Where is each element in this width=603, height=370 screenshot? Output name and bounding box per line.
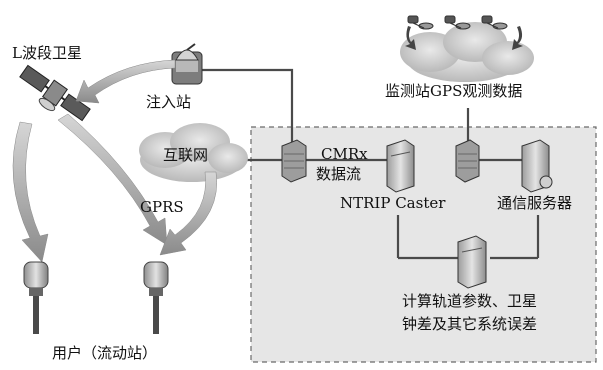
label-injection-station: 注入站 <box>146 93 192 111</box>
label-internet: 互联网 <box>163 146 209 164</box>
injection-station-icon <box>171 43 203 85</box>
label-gprs: GPRS <box>140 198 184 216</box>
rover-receiver-right-icon <box>143 261 169 334</box>
rover-receiver-left-icon <box>23 261 49 334</box>
label-data-stream: 数据流 <box>316 165 362 183</box>
compute-server-icon <box>457 235 487 289</box>
monitoring-station-icons <box>407 15 508 30</box>
label-compute-line1: 计算轨道参数、卫星 <box>402 292 538 310</box>
monitoring-uplink-arrows <box>405 26 523 50</box>
label-compute-line2: 钟差及其它系统误差 <box>402 315 538 333</box>
satellite-icon <box>19 64 91 122</box>
label-l-band-satellite: L波段卫星 <box>12 44 82 62</box>
label-monitoring-data: 监测站GPS观测数据 <box>385 82 523 100</box>
label-cmrx: CMRx <box>321 145 368 163</box>
internet-cloud <box>139 123 248 182</box>
ntrip-caster-server-icon <box>386 139 415 193</box>
firewall-icon-monitor <box>455 139 480 183</box>
firewall-icon-cmrx <box>281 139 307 183</box>
label-comm-server: 通信服务器 <box>497 194 573 212</box>
label-ntrip-caster: NTRIP Caster <box>340 194 446 212</box>
label-users: 用户（流动站） <box>52 344 158 362</box>
comm-server-icon <box>521 139 553 193</box>
monitoring-cloud <box>400 22 534 82</box>
